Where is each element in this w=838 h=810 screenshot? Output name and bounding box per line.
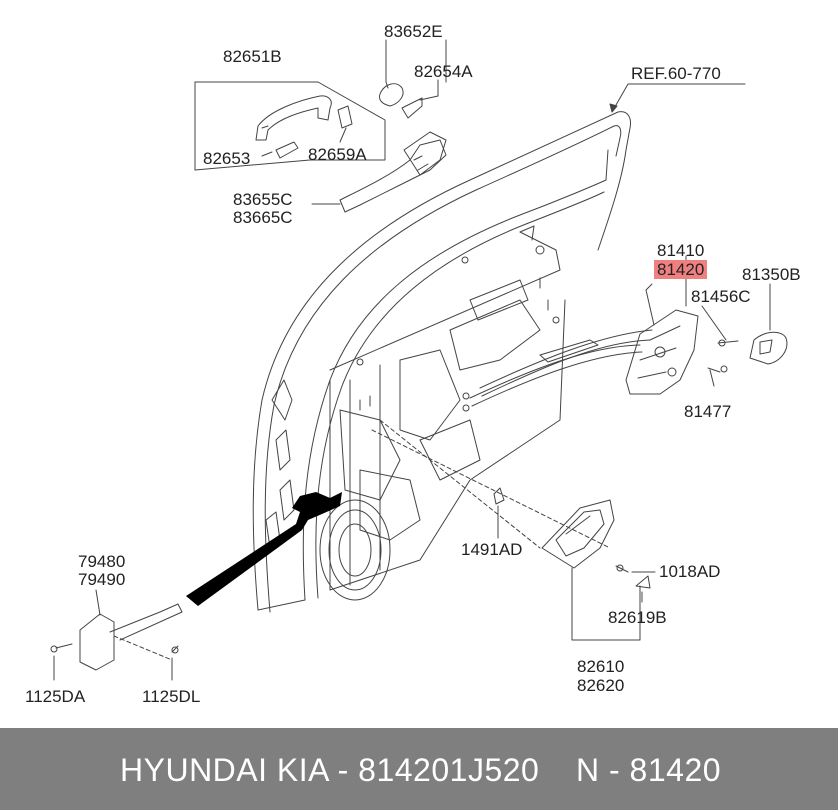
label-79480: 79480 xyxy=(78,552,126,571)
label-81350B: 81350B xyxy=(742,265,801,284)
label-83652E: 83652E xyxy=(384,22,443,41)
label-1491AD: 1491AD xyxy=(461,540,523,559)
label-82610: 82610 xyxy=(577,657,625,676)
footer-brand: HYUNDAI KIA - 814201J520 xyxy=(120,752,540,788)
ref-label: REF.60-770 xyxy=(631,64,721,83)
label-82619B: 82619B xyxy=(608,608,667,627)
label-1125DA: 1125DA xyxy=(25,687,86,706)
label-81420: 81420 xyxy=(654,260,708,279)
label-81477: 81477 xyxy=(684,402,732,421)
label-81456C: 81456C xyxy=(691,287,751,306)
highlight-81420: 81420 xyxy=(654,260,708,279)
label-79490: 79490 xyxy=(78,570,126,589)
label-82654A: 82654A xyxy=(414,62,473,81)
door-frame xyxy=(252,111,631,613)
connector-wedge xyxy=(186,492,342,606)
label-1125DL: 1125DL xyxy=(142,687,201,706)
outside-handle xyxy=(194,81,447,213)
footer-bar: HYUNDAI KIA - 814201J520 N - 81420 xyxy=(0,728,838,810)
ref-leader xyxy=(611,83,746,113)
latch-assembly xyxy=(462,283,788,412)
label-81410: 81410 xyxy=(657,241,705,260)
label-1018AD: 1018AD xyxy=(659,562,721,581)
leader-lines xyxy=(53,39,771,681)
label-82659A: 82659A xyxy=(308,145,367,164)
label-82651B: 82651B xyxy=(223,47,282,66)
door-exploded-diagram xyxy=(50,39,788,681)
label-83665C: 83665C xyxy=(233,208,293,227)
label-82620: 82620 xyxy=(577,676,625,695)
footer-code: N - 81420 xyxy=(576,752,722,788)
label-83655C: 83655C xyxy=(233,190,293,209)
label-82653: 82653 xyxy=(203,149,251,168)
inside-handle xyxy=(493,487,651,589)
alignment-lines xyxy=(113,419,611,661)
